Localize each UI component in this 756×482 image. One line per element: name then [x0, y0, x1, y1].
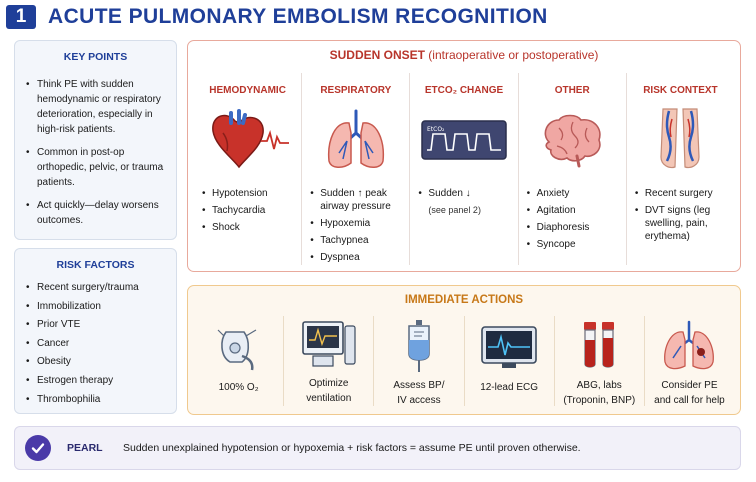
page-title: ACUTE PULMONARY EMBOLISM RECOGNITION — [48, 5, 548, 28]
action-oxygen: 100% O₂ — [194, 316, 285, 406]
column-head: ETCO₂ CHANGE — [424, 85, 504, 96]
blood-tubes-icon — [555, 320, 644, 372]
column-head: RISK CONTEXT — [643, 85, 718, 96]
action-label: Optimize ventilation — [306, 378, 352, 404]
list-item: Hypoxemia — [308, 217, 403, 230]
brain-icon — [525, 105, 620, 175]
list-item: Think PE with sudden hemodynamic or resp… — [25, 77, 168, 137]
lungs-icon — [308, 105, 403, 175]
list-item: Agitation — [525, 204, 620, 217]
action-label: 100% O₂ — [218, 382, 259, 393]
legs-veins-icon — [633, 105, 728, 175]
list-item: Anxiety — [525, 187, 620, 200]
sudden-onset-title-rest: (intraoperative or postoperative) — [424, 48, 599, 62]
list-item: DVT signs (leg swelling, pain, erythema) — [633, 204, 728, 243]
list-item-note: (see panel 2) — [428, 205, 481, 215]
onset-column-other: OTHER Anxiety Agitation Diaphoresis Sync… — [519, 73, 627, 265]
onset-column-etco2: ETCO₂ CHANGE EtCO₂ Sudden ↓ (see panel 2… — [410, 73, 519, 265]
action-label: Assess BP/ IV access — [393, 380, 445, 406]
ecg-monitor-icon — [465, 320, 554, 374]
list-item: Dyspnea — [308, 251, 403, 264]
action-consider-pe: Consider PE and call for help — [645, 316, 734, 406]
sudden-onset-title: SUDDEN ONSET (intraoperative or postoper… — [188, 48, 740, 62]
action-ecg: 12-lead ECG — [465, 316, 555, 406]
immediate-actions-title: IMMEDIATE ACTIONS — [404, 294, 524, 306]
list-item: Recent surgery — [633, 187, 728, 200]
list-item: Shock — [200, 221, 295, 234]
action-label: Consider PE and call for help — [654, 380, 725, 406]
heart-icon — [200, 105, 295, 175]
list-item: Cancer — [25, 337, 168, 351]
sudden-onset-title-bold: SUDDEN ONSET — [329, 48, 425, 62]
action-ventilation: Optimize ventilation — [284, 316, 375, 406]
list-item: Hypotension — [200, 187, 295, 200]
check-icon — [25, 435, 51, 461]
action-label: ABG, labs (Troponin, BNP) — [563, 380, 636, 406]
column-head: RESPIRATORY — [320, 85, 392, 96]
list-item: Obesity — [25, 355, 168, 369]
column-head: OTHER — [554, 85, 590, 96]
list-item: Prior VTE — [25, 318, 168, 332]
list-item: Common in post-op orthopedic, pelvic, or… — [25, 145, 168, 190]
key-points-title: KEY POINTS — [63, 51, 128, 63]
list-item: Recent surgery/trauma — [25, 281, 168, 295]
action-labs: ABG, labs (Troponin, BNP) — [555, 316, 645, 406]
header: 1 ACUTE PULMONARY EMBOLISM RECOGNITION — [6, 4, 548, 30]
pearl-text: Sudden unexplained hypotension or hypoxe… — [123, 442, 581, 454]
risk-factors-list: Recent surgery/trauma Immobilization Pri… — [25, 281, 168, 407]
list-item: Syncope — [525, 238, 620, 251]
risk-factors-panel: RISK FACTORS Recent surgery/trauma Immob… — [14, 248, 177, 414]
onset-column-hemodynamic: HEMODYNAMIC Hypotension Tachycardia Shoc… — [194, 73, 303, 265]
oxygen-mask-icon — [194, 320, 283, 374]
list-item: Tachycardia — [200, 204, 295, 217]
risk-factors-title: RISK FACTORS — [56, 259, 135, 271]
panel-number-badge: 1 — [6, 5, 36, 29]
pearl-banner: PEARL Sudden unexplained hypotension or … — [14, 426, 741, 470]
key-points-list: Think PE with sudden hemodynamic or resp… — [25, 77, 168, 228]
key-points-panel: KEY POINTS Think PE with sudden hemodyna… — [14, 40, 177, 240]
lungs-clot-icon — [645, 320, 734, 372]
iv-bag-icon — [374, 320, 463, 372]
capnography-icon: EtCO₂ — [416, 105, 511, 175]
list-item: Diaphoresis — [525, 221, 620, 234]
list-item: Immobilization — [25, 300, 168, 314]
action-bp-iv: Assess BP/ IV access — [374, 316, 465, 406]
list-item: Sudden ↓ — [416, 187, 511, 200]
onset-column-risk-context: RISK CONTEXT Recent surgery DVT signs (l… — [627, 73, 734, 265]
list-item: Sudden ↑ peak airway pressure — [308, 187, 403, 213]
column-head: HEMODYNAMIC — [209, 85, 286, 96]
monitor-label: EtCO₂ — [427, 126, 445, 133]
list-item: Tachypnea — [308, 234, 403, 247]
list-item: Act quickly—delay worsens outcomes. — [25, 198, 168, 228]
action-label: 12-lead ECG — [480, 382, 538, 393]
pearl-label: PEARL — [67, 442, 103, 454]
list-item: Estrogen therapy — [25, 374, 168, 388]
sudden-onset-panel: SUDDEN ONSET (intraoperative or postoper… — [187, 40, 741, 272]
ventilator-icon — [284, 320, 373, 370]
onset-column-respiratory: RESPIRATORY Sudden ↑ peak airway pressur… — [302, 73, 411, 265]
list-item: Thrombophilia — [25, 393, 168, 407]
immediate-actions-panel: IMMEDIATE ACTIONS 100% O₂ — [187, 285, 741, 415]
